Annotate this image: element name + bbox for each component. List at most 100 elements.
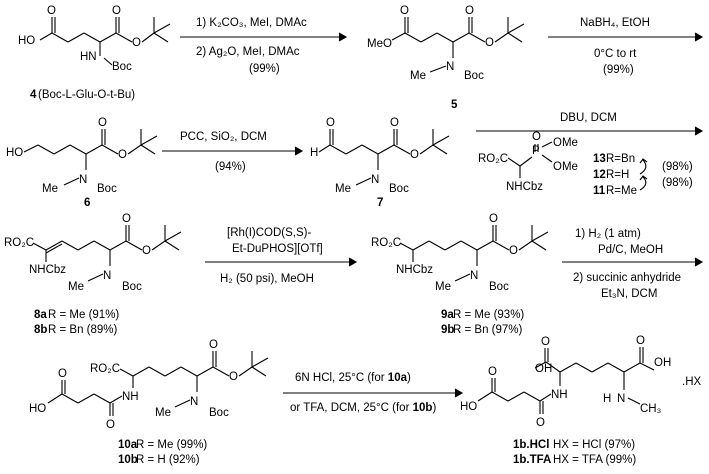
- svg-text:O: O: [47, 5, 56, 17]
- svg-text:P: P: [532, 145, 540, 157]
- svg-text:Boc: Boc: [112, 61, 132, 73]
- svg-text:N: N: [470, 270, 478, 282]
- svg-text:5: 5: [451, 99, 458, 111]
- svg-text:OMe: OMe: [553, 137, 578, 149]
- svg-text:Boc: Boc: [122, 281, 142, 293]
- svg-text:[Rh(I)COD(S,S)-: [Rh(I)COD(S,S)-: [227, 227, 312, 239]
- svg-text:NH: NH: [551, 389, 568, 401]
- phosphonate-reagent: RO₂C P O OMe OMe NHCbz: [478, 131, 578, 193]
- svg-text:Boc: Boc: [209, 407, 229, 419]
- svg-text:Et₃N, DCM: Et₃N, DCM: [601, 288, 657, 300]
- svg-text:13: 13: [593, 153, 606, 165]
- reaction-arrow-4: DBU, DCM RO₂C P O OMe OMe NHCbz 13 R=Bn …: [476, 112, 704, 197]
- svg-text:O: O: [142, 245, 151, 257]
- svg-text:CH₃: CH₃: [640, 403, 662, 415]
- svg-text:RO₂C: RO₂C: [90, 363, 120, 375]
- reaction-arrow-2: NaBH₄, EtOH 0°C to rt (99%): [548, 17, 704, 76]
- svg-text:NaBH₄, EtOH: NaBH₄, EtOH: [580, 17, 650, 29]
- svg-text:O: O: [532, 131, 541, 143]
- svg-text:O: O: [229, 371, 238, 383]
- svg-text:HN: HN: [80, 51, 97, 63]
- svg-text:NHCbz: NHCbz: [29, 264, 66, 276]
- svg-text:O: O: [132, 37, 141, 49]
- svg-text:.HX: .HX: [682, 376, 702, 388]
- svg-text:10b: 10b: [118, 454, 138, 466]
- svg-text:6: 6: [84, 197, 90, 209]
- svg-text:7: 7: [377, 197, 383, 209]
- svg-text:R = Me (93%): R = Me (93%): [453, 309, 524, 321]
- svg-text:R = Bn (97%): R = Bn (97%): [453, 324, 523, 336]
- svg-text:O: O: [489, 213, 498, 225]
- compound-8: RO₂C NHCbz N Me Boc O O 8a R = Me (91%) …: [4, 213, 182, 336]
- svg-text:N: N: [617, 393, 625, 405]
- svg-text:8b: 8b: [34, 324, 47, 336]
- svg-text:0°C to rt: 0°C to rt: [594, 48, 637, 60]
- compound-1b: OH O NH O O HO N H CH₃ O OH .HX 1b.HCl H…: [460, 335, 702, 466]
- svg-text:NHCbz: NHCbz: [506, 181, 543, 193]
- svg-text:10a: 10a: [118, 439, 138, 451]
- svg-text:O: O: [465, 5, 474, 17]
- svg-text:O: O: [326, 117, 335, 129]
- svg-text:2) succinic anhydride: 2) succinic anhydride: [573, 272, 681, 284]
- svg-text:RO₂C: RO₂C: [478, 153, 508, 165]
- svg-text:HO: HO: [6, 147, 23, 159]
- svg-text:1) K₂CO₃, MeI, DMAc: 1) K₂CO₃, MeI, DMAc: [196, 17, 307, 29]
- svg-text:RO₂C: RO₂C: [4, 237, 34, 249]
- svg-text:R = Me (91%): R = Me (91%): [48, 309, 119, 321]
- svg-text:MeO: MeO: [367, 38, 392, 50]
- svg-text:NH: NH: [122, 391, 139, 403]
- svg-text:Boc: Boc: [464, 70, 484, 82]
- svg-text:O: O: [536, 417, 545, 429]
- compound-5: MeO O N Me Boc O O 5: [367, 5, 525, 111]
- svg-text:Et-DuPHOS][OTf]: Et-DuPHOS][OTf]: [232, 243, 323, 255]
- svg-text:R=Bn: R=Bn: [606, 153, 635, 165]
- svg-text:R = Bn (89%): R = Bn (89%): [48, 324, 118, 336]
- svg-text:N: N: [103, 270, 111, 282]
- svg-text:O: O: [488, 366, 497, 378]
- svg-text:R=Me: R=Me: [606, 185, 637, 197]
- phosphonate-list: 13 R=Bn 12 R=H 11 R=Me (98%) (98%): [593, 153, 693, 197]
- svg-text:O: O: [509, 245, 518, 257]
- svg-text:2) Ag₂O, MeI, DMAc: 2) Ag₂O, MeI, DMAc: [196, 46, 300, 58]
- svg-text:4: 4: [30, 89, 37, 101]
- svg-text:O: O: [636, 335, 645, 347]
- svg-text:(98%): (98%): [662, 177, 693, 189]
- svg-text:Me: Me: [435, 281, 451, 293]
- reaction-arrow-7: 6N HCl, 25°C (for 10a) or TFA, DCM, 25°C…: [283, 372, 464, 414]
- svg-text:or TFA, DCM, 25°C (for 10b): or TFA, DCM, 25°C (for 10b): [290, 402, 436, 414]
- svg-text:HO: HO: [460, 401, 477, 413]
- compound-9: RO₂C NHCbz N Me Boc O O 9a R = Me (93%) …: [371, 213, 549, 336]
- compound-10: RO₂C NH O O HO N Me Boc O O 10a R = Me (…: [29, 339, 269, 466]
- svg-text:9b: 9b: [441, 324, 454, 336]
- svg-text:Me: Me: [68, 281, 84, 293]
- svg-text:Me: Me: [42, 183, 58, 195]
- svg-text:NHCbz: NHCbz: [396, 264, 433, 276]
- svg-text:O: O: [410, 149, 419, 161]
- svg-text:HO: HO: [18, 35, 35, 47]
- svg-text:(98%): (98%): [662, 161, 693, 173]
- svg-text:OH: OH: [654, 357, 671, 369]
- svg-text:HX = HCl (97%): HX = HCl (97%): [553, 439, 635, 451]
- svg-text:O: O: [390, 117, 399, 129]
- svg-text:N: N: [190, 396, 198, 408]
- svg-text:H: H: [603, 393, 611, 405]
- svg-text:12: 12: [593, 169, 606, 181]
- svg-text:1b.TFA: 1b.TFA: [513, 454, 551, 466]
- svg-text:O: O: [485, 37, 494, 49]
- svg-text:HX = TFA (99%): HX = TFA (99%): [553, 454, 636, 466]
- svg-text:OMe: OMe: [553, 161, 578, 173]
- svg-text:Me: Me: [335, 183, 351, 195]
- svg-text:(99%): (99%): [603, 64, 634, 76]
- svg-text:R = H (92%): R = H (92%): [136, 454, 200, 466]
- reaction-arrow-3: PCC, SiO₂, DCM (94%): [162, 131, 304, 173]
- svg-text:Boc: Boc: [97, 183, 117, 195]
- svg-text:1) H₂ (1 atm): 1) H₂ (1 atm): [575, 228, 641, 240]
- svg-text:1b.HCl: 1b.HCl: [513, 439, 549, 451]
- svg-text:11: 11: [593, 185, 606, 197]
- svg-text:O: O: [400, 5, 409, 17]
- reaction-arrow-5: [Rh(I)COD(S,S)- Et-DuPHOS][OTf] H₂ (50 p…: [205, 227, 358, 285]
- svg-text:N: N: [371, 174, 379, 186]
- compound-7: H O N Me Boc O O 7: [310, 117, 450, 209]
- svg-text:9a: 9a: [441, 309, 454, 321]
